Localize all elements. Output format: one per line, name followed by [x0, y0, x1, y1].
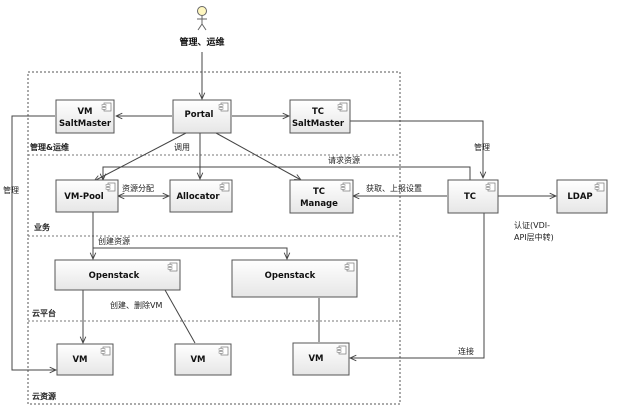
- component-icon: [167, 262, 178, 272]
- node-vm-saltmaster-line1: VM: [77, 107, 92, 117]
- actor-label: 管理、运维: [179, 36, 224, 48]
- edge-label-auth-line1: 认证(VDI-: [514, 220, 550, 230]
- node-tc-saltmaster-line1: TC: [312, 107, 324, 117]
- node-vm-3: VM: [292, 342, 350, 376]
- component-icon: [105, 182, 116, 192]
- node-vm-saltmaster-line2: SaltMaster: [59, 119, 112, 129]
- node-vm-2-label: VM: [190, 355, 205, 365]
- edge-label-create-resources: 创建资源: [98, 236, 130, 246]
- node-vm-1: VM: [56, 343, 114, 376]
- node-vm-1-label: VM: [72, 355, 87, 365]
- component-icon: [100, 346, 111, 356]
- edge-label-get-report-settings: 获取、上报设置: [366, 183, 422, 193]
- zone-label-cloud-platform: 云平台: [32, 308, 56, 318]
- zone-label-management: 管理&运维: [30, 142, 69, 152]
- component-icon: [594, 182, 605, 192]
- component-icon: [219, 182, 230, 192]
- node-tc-saltmaster-line2: SaltMaster: [292, 119, 345, 129]
- edge-tc-vm-3: [350, 213, 485, 358]
- edge-tc-request-resources: [103, 166, 471, 180]
- edge-label-create-delete-vm: 创建、删除VM: [110, 300, 162, 310]
- component-icon: [101, 102, 112, 112]
- node-portal: Portal: [172, 99, 232, 134]
- edge-openstack-vm-2: [164, 289, 196, 344]
- edge-vm-pool-openstack-right: [92, 212, 287, 259]
- node-tc-label: TC: [464, 192, 476, 202]
- node-ldap: LDAP: [556, 179, 608, 214]
- node-vm-pool-label: VM-Pool: [64, 192, 103, 202]
- component-icon: [218, 346, 229, 356]
- edge-label-manage-left: 管理: [3, 185, 19, 195]
- edge-label-auth-line2: API层中转): [514, 232, 554, 242]
- node-openstack-left-label: Openstack: [89, 271, 140, 281]
- edge-portal-tc-manage: [215, 132, 301, 180]
- component-icon: [340, 182, 351, 192]
- zone-label-cloud-resources: 云资源: [32, 391, 56, 401]
- component-icon: [218, 102, 229, 112]
- node-tc-manage: TC Manage: [289, 179, 354, 214]
- node-portal-label: Portal: [185, 110, 214, 120]
- node-tc-manage-line1: TC: [313, 187, 325, 197]
- actor-admin: 管理、运维: [179, 6, 225, 48]
- zone-label-business: 业务: [34, 222, 51, 232]
- node-ldap-label: LDAP: [567, 192, 592, 202]
- node-openstack-right: Openstack: [231, 259, 358, 298]
- actor-head-icon: [197, 6, 207, 16]
- edge-tc-saltmaster-tc: [350, 120, 483, 178]
- node-tc-manage-line2: Manage: [300, 199, 338, 209]
- node-openstack-right-label: Openstack: [265, 271, 316, 281]
- edge-label-call: 调用: [174, 143, 190, 152]
- node-openstack-left: Openstack: [54, 259, 181, 291]
- node-vm-saltmaster: VM SaltMaster: [55, 99, 115, 134]
- component-icon: [337, 102, 348, 112]
- node-tc-saltmaster: TC SaltMaster: [289, 99, 351, 134]
- component-icon: [336, 345, 347, 355]
- node-allocator: Allocator: [169, 179, 233, 213]
- node-allocator-label: Allocator: [176, 192, 220, 202]
- node-vm-2: VM: [174, 343, 232, 376]
- edge-label-resource-allocation: 资源分配: [122, 183, 154, 193]
- edge-label-manage-right: 管理: [474, 142, 490, 152]
- node-tc: TC: [447, 179, 499, 214]
- system-boundary: [27, 71, 401, 405]
- node-vm-3-label: VM: [308, 354, 323, 364]
- component-icon: [344, 262, 355, 272]
- node-vm-pool: VM-Pool: [55, 179, 119, 213]
- edge-vm-saltmaster-vm: [11, 115, 56, 370]
- edge-portal-vm-pool: [94, 132, 187, 181]
- edge-label-request-resources: 请求资源: [328, 155, 360, 165]
- edge-label-connect: 连接: [458, 346, 474, 356]
- component-icon: [485, 182, 496, 192]
